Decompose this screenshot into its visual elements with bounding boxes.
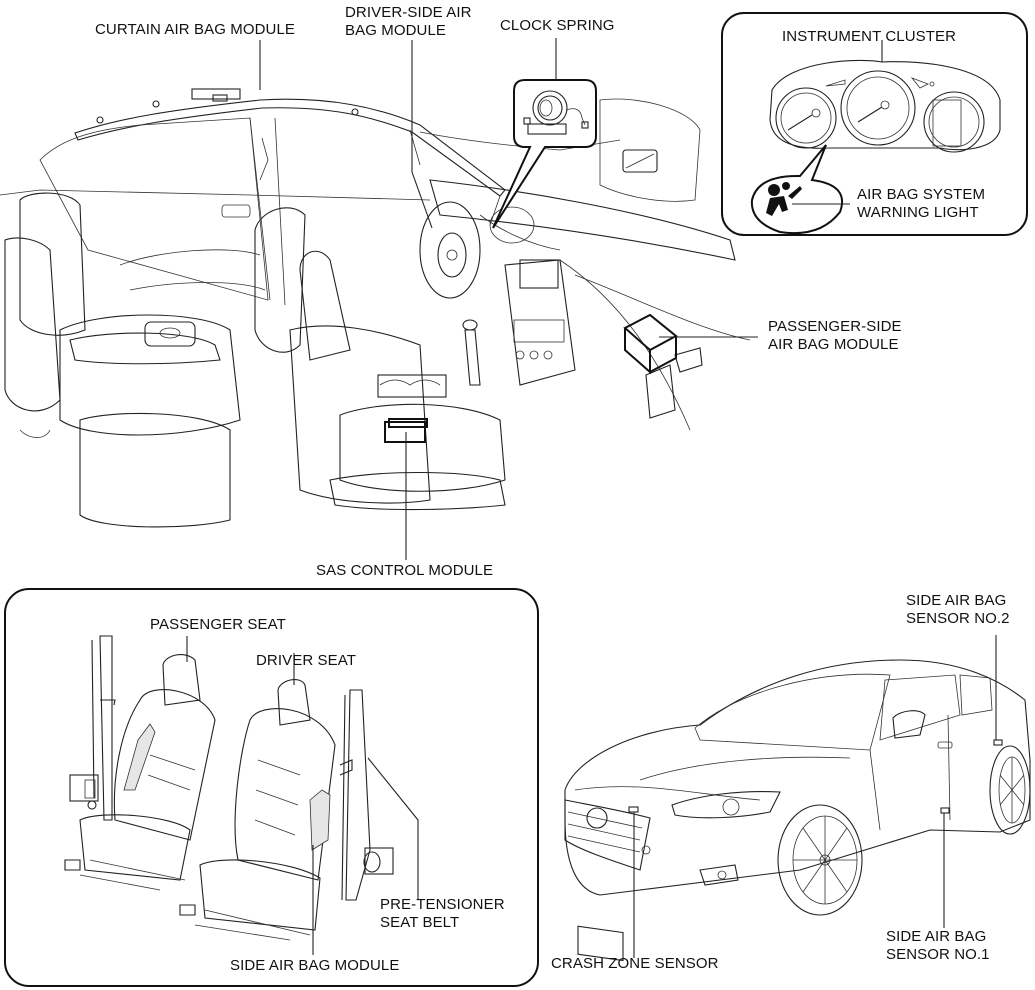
label-side-air-bag-sensor-no1: SIDE AIR BAG SENSOR NO.1 — [886, 928, 990, 963]
label-passenger-side-air-bag-module: PASSENGER-SIDE AIR BAG MODULE — [768, 318, 902, 353]
label-sas-control-module: SAS CONTROL MODULE — [316, 562, 494, 579]
label-passenger-seat: PASSENGER SEAT — [150, 616, 286, 633]
vehicle-interior — [0, 88, 751, 528]
air-bag-warning-icon — [766, 182, 802, 216]
clock-spring-callout — [492, 79, 597, 229]
leader-lines-top — [259, 38, 758, 560]
label-curtain-air-bag-module: CURTAIN AIR BAG MODULE — [95, 21, 296, 38]
curtain-air-bag-module-part — [74, 88, 506, 197]
passenger-side-air-bag-module-part — [623, 313, 678, 375]
label-instrument-cluster: INSTRUMENT CLUSTER — [782, 28, 957, 45]
label-side-air-bag-sensor-no2: SIDE AIR BAG SENSOR NO.2 — [906, 592, 1010, 627]
sas-control-module-part — [384, 418, 428, 443]
label-driver-side-air-bag-module: DRIVER-SIDE AIR BAG MODULE — [345, 4, 472, 39]
label-side-air-bag-module: SIDE AIR BAG MODULE — [230, 957, 400, 974]
label-air-bag-system-warning-light: AIR BAG SYSTEM WARNING LIGHT — [857, 186, 986, 221]
label-driver-seat: DRIVER SEAT — [256, 652, 357, 669]
label-pre-tensioner-seat-belt: PRE-TENSIONER SEAT BELT — [380, 896, 505, 931]
side-air-bag-sensor-no1-part — [940, 807, 950, 814]
crash-zone-sensor-part — [628, 806, 639, 813]
instrument-cluster-inset — [721, 12, 1028, 236]
side-air-bag-sensor-no2-part — [993, 739, 1003, 746]
clock-spring-icon — [523, 90, 589, 135]
label-crash-zone-sensor: CRASH ZONE SENSOR — [551, 955, 719, 972]
seats-inset — [4, 588, 539, 987]
label-clock-spring: CLOCK SPRING — [500, 17, 615, 34]
vehicle-exterior — [564, 635, 1031, 962]
